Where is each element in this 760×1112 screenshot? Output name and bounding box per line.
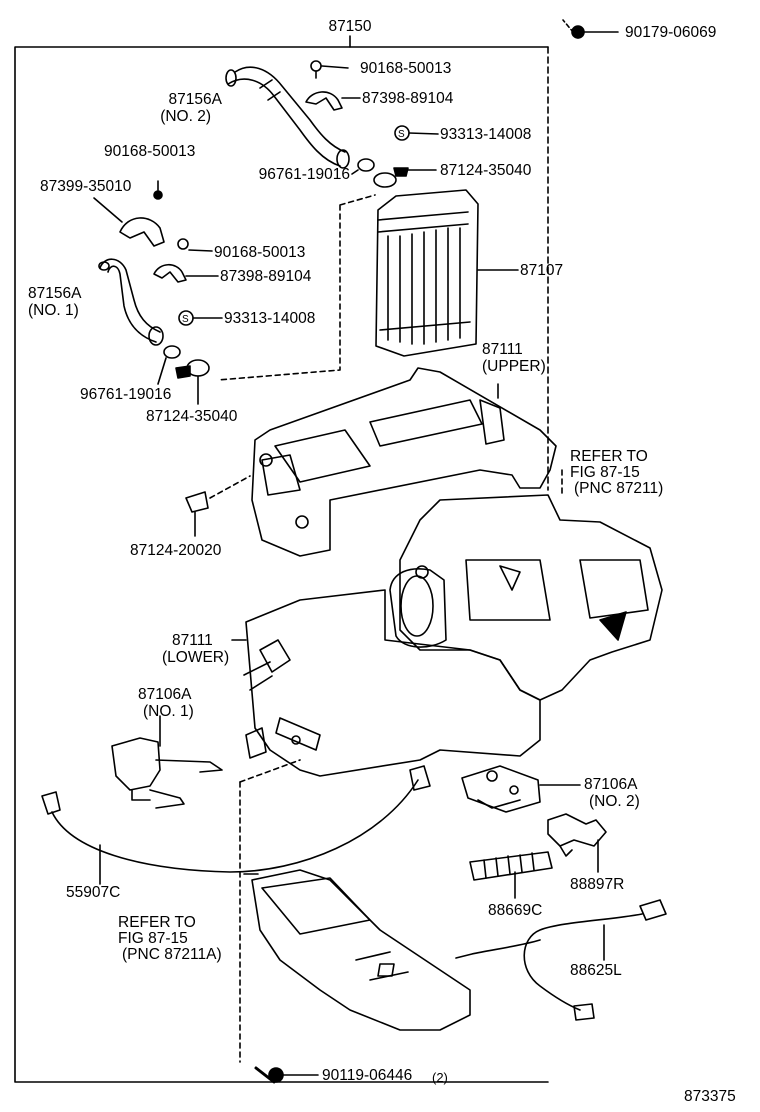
label-refer1-line3: (PNC 87211) (574, 480, 664, 497)
label-case-lower: 87111 (172, 632, 213, 649)
servo-no1-icon (111, 715, 223, 809)
label-servo-no2-sub: (NO. 2) (589, 793, 640, 810)
hose-no2-icon (225, 66, 350, 169)
label-bolt-bottom: 90119-06446 (322, 1067, 413, 1084)
label-harness: 88625L (570, 962, 622, 979)
label-servo-no2: 87106A (584, 776, 638, 793)
label-clip-small: 87124-20020 (130, 542, 222, 559)
label-case-lower-sub: (LOWER) (162, 649, 230, 666)
label-screw-left-b: 90168-50013 (214, 244, 306, 261)
diagram-number: 873375 (684, 1088, 736, 1105)
label-clamp-left: 87399-35010 (40, 178, 132, 195)
label-tube: 88669C (488, 902, 543, 919)
label-clip-upper: 87124-35040 (440, 162, 532, 179)
label-refer1-line1: REFER TO (570, 448, 648, 465)
assembly-frame (14, 46, 549, 1083)
label-main-assembly: 87150 (328, 18, 372, 35)
label-servo-no1-sub: (NO. 1) (143, 703, 194, 720)
hose-no1-icon (98, 258, 164, 346)
label-screw-top: 90179-06069 (625, 24, 717, 41)
clamp-no1-icon (153, 263, 219, 283)
duct-assembly-icon (389, 469, 663, 701)
svg-text:S: S (182, 314, 189, 325)
oring-left-icon: S (178, 310, 223, 326)
lower-duct-icon (243, 869, 471, 1031)
label-gasket-left: 96761-19016 (80, 386, 172, 403)
label-clip-left: 87124-35040 (146, 408, 238, 425)
label-hose-no1-sub: (NO. 1) (28, 302, 79, 319)
label-refer1-line2: FIG 87-15 (570, 464, 640, 481)
clamp-no2-icon (305, 91, 361, 111)
label-cable: 55907C (66, 884, 121, 901)
label-oring-upper: 93313-14008 (440, 126, 532, 143)
screw-left-b-icon (177, 238, 213, 252)
sensor-88897r-icon (547, 813, 607, 873)
label-bolt-bottom-qty: (2) (432, 1070, 448, 1085)
clamp-left-icon (93, 197, 165, 247)
clip-upper-icon (373, 167, 437, 188)
label-hose-no2: 87156A (168, 91, 222, 108)
label-screw-upper: 90168-50013 (360, 60, 452, 77)
label-gasket-upper: 96761-19016 (258, 166, 350, 183)
label-clamp-no1: 87398-89104 (220, 268, 312, 285)
label-case-upper: 87111 (482, 341, 523, 358)
label-hose-no2-sub: (NO. 2) (160, 108, 211, 125)
svg-text:S: S (398, 129, 405, 140)
gasket-left-icon (157, 345, 181, 385)
tube-88669c-icon (469, 851, 553, 899)
case-lower-icon (231, 589, 541, 777)
screw-90179-icon (562, 19, 619, 39)
label-refer2-line3: (PNC 87211A) (122, 946, 222, 963)
servo-no2-icon (461, 765, 581, 813)
label-clamp-no2: 87398-89104 (362, 90, 454, 107)
harness-88625l-icon (455, 899, 667, 1021)
label-core: 87107 (520, 262, 564, 279)
label-case-upper-sub: (UPPER) (482, 358, 546, 375)
heater-core-icon (217, 189, 519, 381)
bolt-90119-icon (254, 1066, 319, 1084)
screw-left-a-icon (153, 180, 163, 200)
gasket-upper-icon (351, 158, 375, 175)
label-sensor: 88897R (570, 876, 625, 893)
clip-left-icon (175, 359, 210, 405)
label-screw-left-a: 90168-50013 (104, 143, 196, 160)
label-hose-no1: 87156A (28, 285, 82, 302)
screw-upper-icon (310, 60, 349, 79)
label-oring-left: 93313-14008 (224, 310, 316, 327)
cable-55907c-icon (41, 765, 431, 885)
label-servo-no1: 87106A (138, 686, 192, 703)
oring-upper-icon: S (394, 125, 439, 141)
label-refer2-line2: FIG 87-15 (118, 930, 188, 947)
label-refer2-line1: REFER TO (118, 914, 196, 931)
case-upper-icon (185, 367, 557, 557)
